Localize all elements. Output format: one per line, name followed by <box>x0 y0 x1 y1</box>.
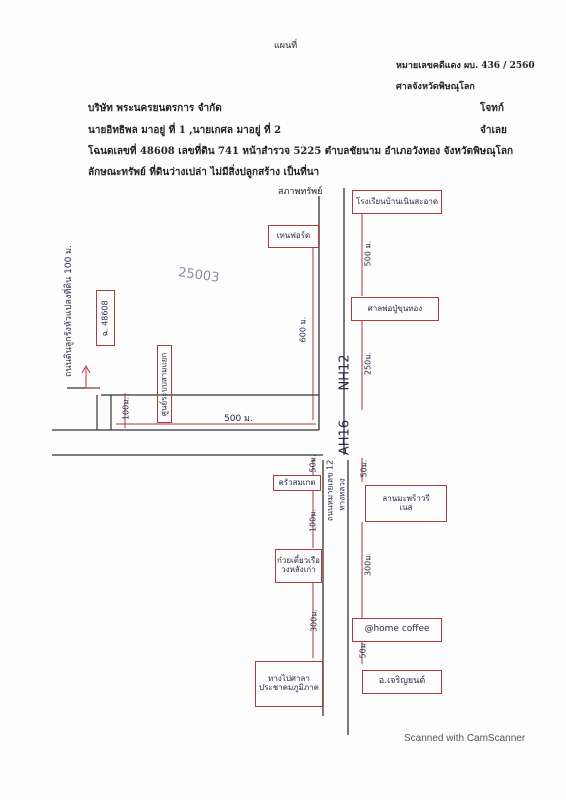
road-nh12: NH12 <box>337 354 353 391</box>
dist-250m: 250ม. <box>363 351 373 376</box>
map-title: แผนที่ <box>274 41 298 51</box>
road-ah16: AH16 <box>337 419 353 456</box>
road-label-2: ทางหลวง <box>337 478 347 511</box>
left-road-label: ถนนดินลูกรังหัวแปลงที่ดิน 100 ม. <box>64 245 74 377</box>
case-number: หมายเลขคดีแดง ผบ. 436 / 2560 <box>396 61 535 71</box>
dist-50m-right: 50ม. <box>359 459 369 478</box>
landmark-restaurant: ครัวสมเกต <box>273 475 321 491</box>
dist-100m-left: 100ม. <box>121 396 131 421</box>
landmark-school: โรงเรียนบ้านเนินสะอาด <box>352 190 442 214</box>
landmark-charoen-yont: อ.เจริญยนต์ <box>362 670 442 694</box>
defendant-label: จำเลย <box>480 125 507 136</box>
landmark-coconut-yard: ลานมะพร้าวรีเนส <box>365 485 447 522</box>
dist-50m-below: 50ม. <box>358 640 368 659</box>
dist-500m-vertical: 500 ม. <box>363 240 373 267</box>
property-label: สภาพทรัพย์ <box>278 187 323 197</box>
landmark-shrine: ศาลพ่อปู่ขุนทอง <box>351 297 439 321</box>
landmark-noodle-shop: ก๋วยเตี๋ยวเรือวงหลังเก่า <box>275 549 322 583</box>
dist-300m-right: 300ม. <box>363 552 373 577</box>
landmark-tenford: เทนฟอร์ด <box>268 225 319 248</box>
plaintiff-name: บริษัท พระนครยนตรการ จำกัด <box>88 103 222 114</box>
plaintiff-label: โจทก์ <box>480 103 504 114</box>
deed-info: โฉนดเลขที่ 48608 เลขที่ดิน 741 หน้าสำรวจ… <box>88 146 514 157</box>
dist-300m-left: 300ม. <box>309 608 319 633</box>
dist-500m-horizontal: 500 ม. <box>224 414 253 424</box>
property-description: ลักษณะทรัพย์ ที่ดินว่างเปล่า ไม่มีสิ่งปล… <box>88 167 320 178</box>
deed-box: ฉ. 48608 <box>96 290 115 346</box>
court-name: ศาลจังหวัดพิษณุโลก <box>396 82 475 92</box>
dist-100m-below: 100ม. <box>308 508 318 533</box>
scanner-watermark: Scanned with CamScanner <box>404 733 526 744</box>
landmark-home-coffee: @home coffee <box>352 618 442 642</box>
junction-box: ศูนย์ระบบสามแยก <box>157 345 172 423</box>
dist-600m: 600 ม. <box>298 316 308 343</box>
defendant-name: นายอิทธิพล มาอยู่ ที่ 1 ,นายเกศล มาอยู่ … <box>88 125 282 136</box>
landmark-road-to-hall: ทางไปศาลาประชาคมภูมิภาค <box>255 661 323 707</box>
dist-50m-left: 50ม. <box>308 454 318 473</box>
